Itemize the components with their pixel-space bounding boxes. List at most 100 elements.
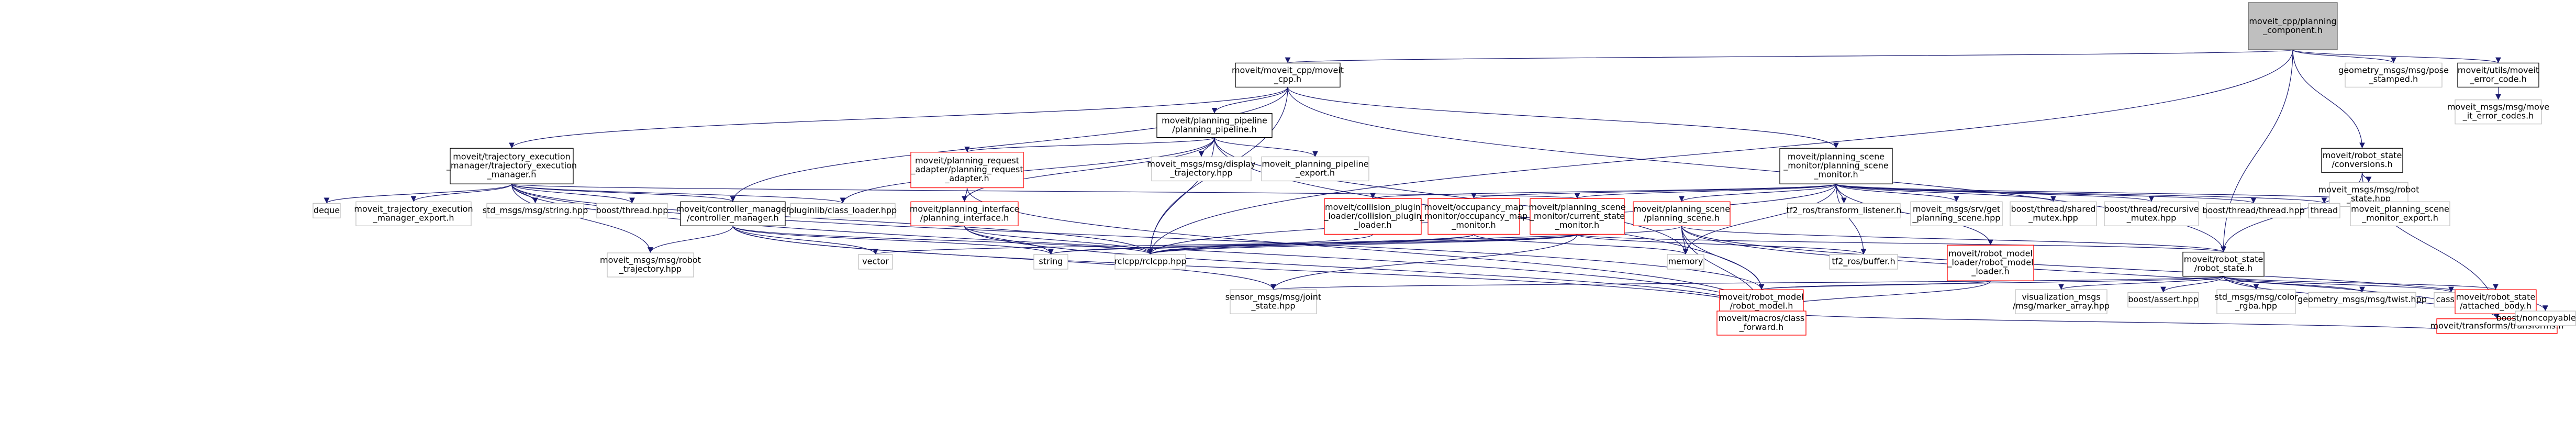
node-controller-manager[interactable]: moveit/controller_manager/controller_man… — [676, 201, 790, 226]
edge-planning-scene-monitor-to-tf2-buffer — [1835, 184, 1867, 254]
edge-moveit-cpp-to-planning-scene-monitor — [1287, 87, 1839, 149]
node-box — [2455, 99, 2542, 125]
node-label: thread — [2311, 205, 2338, 215]
node-label: moveit_cpp/planning — [2249, 16, 2336, 27]
edge-robot-state-to-robot-model — [1759, 275, 2224, 290]
node-tem-export[interactable]: moveit_trajectory_execution_manager_expo… — [354, 201, 473, 226]
node-rclcpp[interactable]: rclcpp/rclcpp.hpp — [1114, 254, 1187, 270]
edge-moveit-cpp-to-planning-pipeline — [1211, 87, 1288, 114]
node-thread[interactable]: thread — [2308, 203, 2340, 218]
node-planning-request-adapter[interactable]: moveit/planning_request_adapter/planning… — [910, 151, 1024, 189]
node-box — [1114, 254, 1186, 270]
node-box — [2308, 203, 2340, 218]
edge-controller-manager-to-robot-trajectory-msg — [648, 226, 733, 253]
edge-robot-state-to-sensor-joint-state — [1271, 275, 2224, 290]
edge-current-state-monitor-to-string — [1048, 234, 1578, 255]
node-sensor-joint-state[interactable]: sensor_msgs/msg/joint_state.hpp — [1225, 289, 1321, 314]
edge-trajectory-execution-to-controller-manager — [511, 183, 736, 202]
edge-planning-pipeline-to-pluginlib — [840, 137, 1215, 204]
node-robot-state[interactable]: moveit/robot_state/robot_state.h — [2182, 251, 2265, 277]
node-label: /conversions.h — [2332, 159, 2392, 169]
node-planning-scene[interactable]: moveit/planning_scene/planning_scene.h — [1633, 201, 1731, 226]
node-memory[interactable]: memory — [1667, 254, 1704, 270]
node-label: _manager.h — [487, 170, 537, 180]
node-shared-mutex[interactable]: boost/thread/shared_mutex.hpp — [2010, 201, 2097, 226]
node-error-code[interactable]: moveit/utils/moveit_error_code.h — [2457, 62, 2539, 88]
node-label: _manager/trajectory_execution — [446, 161, 577, 171]
node-pipeline-export[interactable]: moveit_planning_pipeline_export.h — [1261, 156, 1369, 182]
node-moveit-cpp[interactable]: moveit/moveit_cpp/moveit_cpp.h — [1232, 62, 1344, 88]
node-label: moveit/planning_interface — [910, 204, 1020, 214]
node-box — [2455, 289, 2537, 314]
node-label: geometry_msgs/msg/twist.hpp — [2298, 294, 2427, 305]
node-geo-pose[interactable]: geometry_msgs/msg/pose_stamped.h — [2338, 62, 2449, 88]
node-trajectory-execution[interactable]: moveit/trajectory_execution_manager/traj… — [446, 148, 577, 184]
node-tf2-listener[interactable]: tf2_ros/transform_listener.h — [1787, 203, 1902, 218]
node-label: vector — [862, 256, 889, 266]
node-robot-model-loader[interactable]: moveit/robot_model_loader/robot_model_lo… — [1947, 245, 2034, 281]
node-label: boost/thread/shared — [2011, 204, 2095, 214]
node-label: moveit/robot_state — [2184, 254, 2263, 265]
node-label: moveit/collision_plugin — [1325, 202, 1421, 213]
node-planning-scene-monitor[interactable]: moveit/planning_scene_monitor/planning_s… — [1779, 148, 1893, 184]
node-planning-interface[interactable]: moveit/planning_interface/planning_inter… — [910, 201, 1020, 226]
node-tf2-buffer[interactable]: tf2_ros/buffer.h — [1829, 254, 1898, 270]
node-planning-pipeline[interactable]: moveit/planning_pipeline/planning_pipeli… — [1156, 113, 1273, 138]
node-geo-twist[interactable]: geometry_msgs/msg/twist.hpp — [2298, 292, 2427, 308]
node-psm-export[interactable]: moveit_planning_scene_monitor_export.h — [2350, 201, 2450, 226]
node-marker-array[interactable]: visualization_msgs/msg/marker_array.hpp — [2013, 289, 2110, 314]
edge-planning-scene-monitor-to-planning-scene — [1679, 183, 1837, 202]
node-std-msgs-string[interactable]: std_msgs/msg/string.hpp — [483, 203, 588, 218]
node-label: _monitor_export.h — [2361, 213, 2438, 223]
node-box — [1787, 203, 1901, 218]
edge-trajectory-execution-to-pluginlib — [511, 183, 846, 204]
node-robot-model[interactable]: moveit/robot_model/robot_model.h — [1719, 289, 1804, 314]
node-robot-trajectory-msg[interactable]: moveit_msgs/msg/robot_trajectory.hpp — [600, 252, 701, 278]
node-occupancy-map[interactable]: moveit/occupancy_map_monitor/occupancy_m… — [1420, 198, 1527, 235]
node-attached-body[interactable]: moveit/robot_state/attached_body.h — [2455, 289, 2537, 314]
node-recursive-mutex[interactable]: boost/thread/recursive_mutex.hpp — [2104, 201, 2199, 226]
node-pluginlib[interactable]: pluginlib/class_loader.hpp — [789, 203, 897, 218]
node-label: moveit_msgs/srv/get — [1913, 204, 2000, 214]
node-label: boost/noncopyable.hpp — [2496, 313, 2576, 323]
node-box — [355, 201, 472, 226]
dependency-nodes: moveit_cpp/planning_component.h moveit/mo… — [313, 2, 2576, 336]
node-box — [607, 252, 694, 278]
node-get-planning-scene[interactable]: moveit_msgs/srv/get_planning_scene.hpp — [1910, 201, 2003, 226]
node-display-trajectory[interactable]: moveit_msgs/msg/display_trajectory.hpp — [1147, 156, 1256, 182]
node-label: _monitor.h — [1451, 220, 1496, 230]
node-robot-state-conv[interactable]: moveit/robot_state/conversions.h — [2321, 148, 2403, 173]
node-label: boost/thread/recursive — [2104, 204, 2199, 214]
node-color-rgba[interactable]: std_msgs/msg/color_rgba.hpp — [2214, 289, 2298, 314]
node-label: moveit/planning_request — [915, 156, 1019, 166]
node-label: moveit/trajectory_execution — [453, 152, 571, 162]
node-box — [1716, 311, 1806, 336]
node-string[interactable]: string — [1033, 254, 1068, 270]
node-class-forward[interactable]: moveit/macros/class_forward.h — [1716, 311, 1806, 336]
node-current-state-monitor[interactable]: moveit/planning_scene_monitor/current_st… — [1529, 198, 1626, 235]
node-box — [910, 151, 1024, 189]
node-box — [2182, 251, 2265, 277]
edge-planning-scene-monitor-to-psm-export — [1835, 183, 2403, 202]
node-vector[interactable]: vector — [858, 254, 893, 270]
node-moveit-error-codes[interactable]: moveit_msgs/msg/move_it_error_codes.h — [2447, 99, 2549, 125]
edge-planning-scene-monitor-to-thread-hpp — [1835, 183, 2256, 204]
node-root[interactable]: moveit_cpp/planning_component.h — [2248, 2, 2338, 50]
node-boost-assert[interactable]: boost/assert.hpp — [2127, 292, 2199, 308]
node-collision-plugin[interactable]: moveit/collision_plugin_loader/collision… — [1323, 198, 1422, 235]
node-thread-hpp[interactable]: boost/thread/thread.hpp — [2202, 203, 2305, 218]
node-label: boost/thread.hpp — [596, 205, 668, 215]
node-label: sensor_msgs/msg/joint — [1225, 292, 1321, 302]
node-label: /planning_interface.h — [920, 213, 1009, 223]
node-label: moveit/robot_model — [1720, 292, 1804, 302]
node-label: _rgba.hpp — [2235, 301, 2277, 311]
edge-planning-scene-to-robot-state — [1681, 225, 2226, 253]
node-deque[interactable]: deque — [313, 203, 341, 218]
node-box — [2127, 292, 2199, 308]
node-label: moveit_planning_pipeline — [1262, 159, 1368, 169]
node-boost-thread[interactable]: boost/thread.hpp — [596, 203, 668, 218]
node-box — [1633, 201, 1731, 226]
node-label: _adapter/planning_request — [910, 164, 1023, 175]
node-label: _monitor.h — [1813, 170, 1858, 180]
node-noncopyable[interactable]: boost/noncopyable.hpp — [2496, 311, 2576, 326]
